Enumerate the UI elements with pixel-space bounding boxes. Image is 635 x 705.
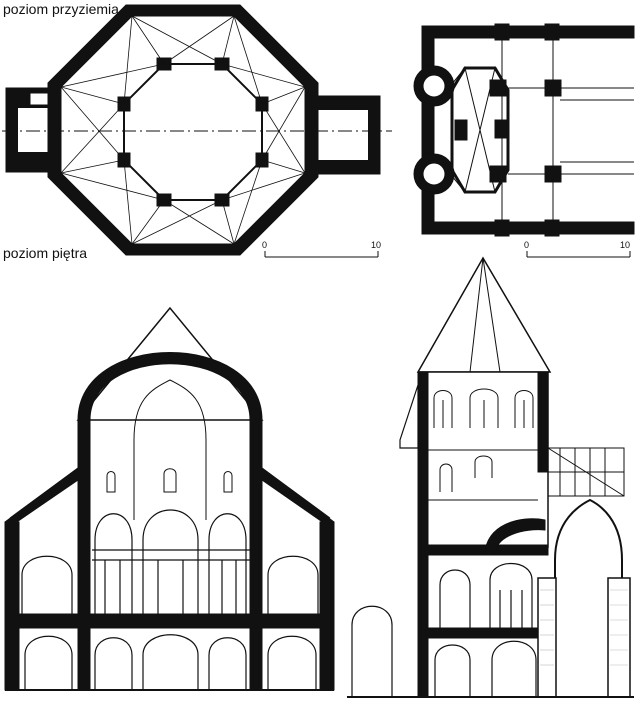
- scale-bar-left-start: 0: [262, 240, 267, 250]
- wall-hatching: [540, 589, 628, 666]
- apse-vault: [484, 518, 546, 556]
- gallery-slab: [417, 627, 544, 639]
- left-outer-wall: [4, 521, 20, 691]
- ground-floor-label: poziom przyziemia: [3, 1, 119, 17]
- aisle-upper-arches: [21, 555, 319, 614]
- east-annex-interior: [314, 110, 368, 160]
- gothic-arch: [554, 498, 623, 697]
- upper-plan-south-wall: [421, 221, 635, 235]
- left-central-wall: [77, 419, 91, 691]
- nave-arcades: [434, 562, 537, 697]
- tower-right-wall: [537, 371, 549, 473]
- inner-octagon: [123, 63, 263, 201]
- octagonal-plan: [2, 4, 392, 256]
- left-aisle-roof: [4, 467, 79, 531]
- tower-left-wall: [417, 371, 429, 698]
- right-central-wall: [249, 419, 263, 691]
- clerestory-windows: [106, 468, 233, 493]
- longitudinal-section: [347, 256, 634, 698]
- belfry-windows: [433, 388, 534, 492]
- scale-bar-left: 0 10: [262, 240, 381, 258]
- gallery-arcades: [92, 509, 250, 614]
- right-outer-wall: [319, 521, 335, 691]
- vault-ribs: [60, 15, 306, 245]
- gallery-floor: [4, 613, 335, 629]
- upper-plan: [413, 23, 635, 237]
- scale-bar-left-end: 10: [371, 240, 381, 250]
- scale-bar-right: 0 10: [524, 240, 631, 258]
- right-aisle-roof: [261, 467, 335, 531]
- cross-section: [4, 306, 335, 691]
- cloister-arch: [351, 605, 393, 697]
- right-pier: [607, 577, 631, 698]
- upper-plan-north-wall: [421, 25, 635, 39]
- tower-spire: [416, 256, 552, 373]
- upper-plan-west-wall: [421, 25, 435, 235]
- roof-truss: [547, 447, 625, 497]
- upper-plan-piers: [454, 23, 562, 237]
- scale-bar-right-end: 10: [620, 240, 630, 250]
- pointed-inner-vault: [133, 379, 207, 520]
- lower-arcade: [24, 634, 317, 690]
- left-pier: [537, 577, 557, 698]
- nave-floor-slab: [417, 544, 549, 556]
- scale-bar-right-start: 0: [524, 240, 529, 250]
- left-lean-to-roof: [399, 384, 419, 449]
- upper-floor-label: poziom piętra: [3, 245, 87, 261]
